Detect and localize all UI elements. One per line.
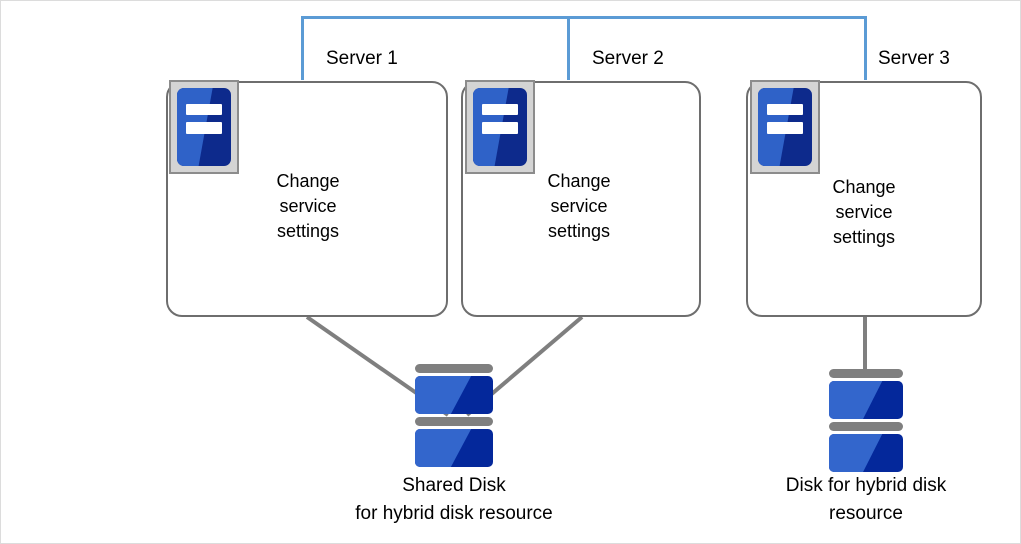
disk-platter-bottom — [829, 434, 903, 472]
server-icon-chassis — [177, 88, 231, 166]
server-icon-chassis — [473, 88, 527, 166]
server-icon-bay-2 — [185, 122, 223, 134]
server-icon-chassis — [758, 88, 812, 166]
shared-disk-icon — [415, 364, 493, 467]
disk-rib-top — [415, 364, 493, 373]
server-label-1: Server 1 — [326, 48, 398, 69]
disk-platter-highlight — [829, 434, 883, 472]
group-bracket-left-drop — [301, 16, 304, 80]
shared-disk-caption: Shared Disk for hybrid disk resource — [355, 475, 553, 524]
disk-platter-top — [829, 381, 903, 419]
group-bracket-middle-drop — [567, 16, 570, 80]
server-2-body-text: Change service settings — [547, 171, 611, 241]
group-bracket-right-drop — [864, 16, 867, 80]
local-disk-icon — [829, 369, 903, 472]
disk-rib-top — [829, 369, 903, 378]
server-1-server-icon — [169, 80, 239, 174]
disk-rib-middle — [829, 422, 903, 431]
server-icon-bay-2 — [481, 122, 519, 134]
group-bracket-top-line — [301, 16, 867, 19]
server-label-3: Server 3 — [878, 48, 950, 69]
disk-platter-top — [415, 376, 493, 414]
server-2-server-icon — [465, 80, 535, 174]
server-icon-bay-2 — [766, 122, 804, 134]
server-3-body-text: Change service settings — [832, 177, 896, 247]
disk-platter-highlight — [415, 376, 472, 414]
server-box-2 — [461, 81, 701, 317]
disk-platter-highlight — [415, 429, 472, 467]
disk-platter-highlight — [829, 381, 883, 419]
local-disk-caption: Disk for hybrid disk resource — [785, 475, 947, 524]
server-1-body-text: Change service settings — [276, 171, 340, 241]
server-icon-bay-1 — [481, 103, 519, 116]
server-icon-bay-1 — [185, 103, 223, 116]
disk-platter-bottom — [415, 429, 493, 467]
server-icon-bay-1 — [766, 103, 804, 116]
server-3-server-icon — [750, 80, 820, 174]
disk-rib-middle — [415, 417, 493, 426]
server-label-2: Server 2 — [592, 48, 664, 69]
